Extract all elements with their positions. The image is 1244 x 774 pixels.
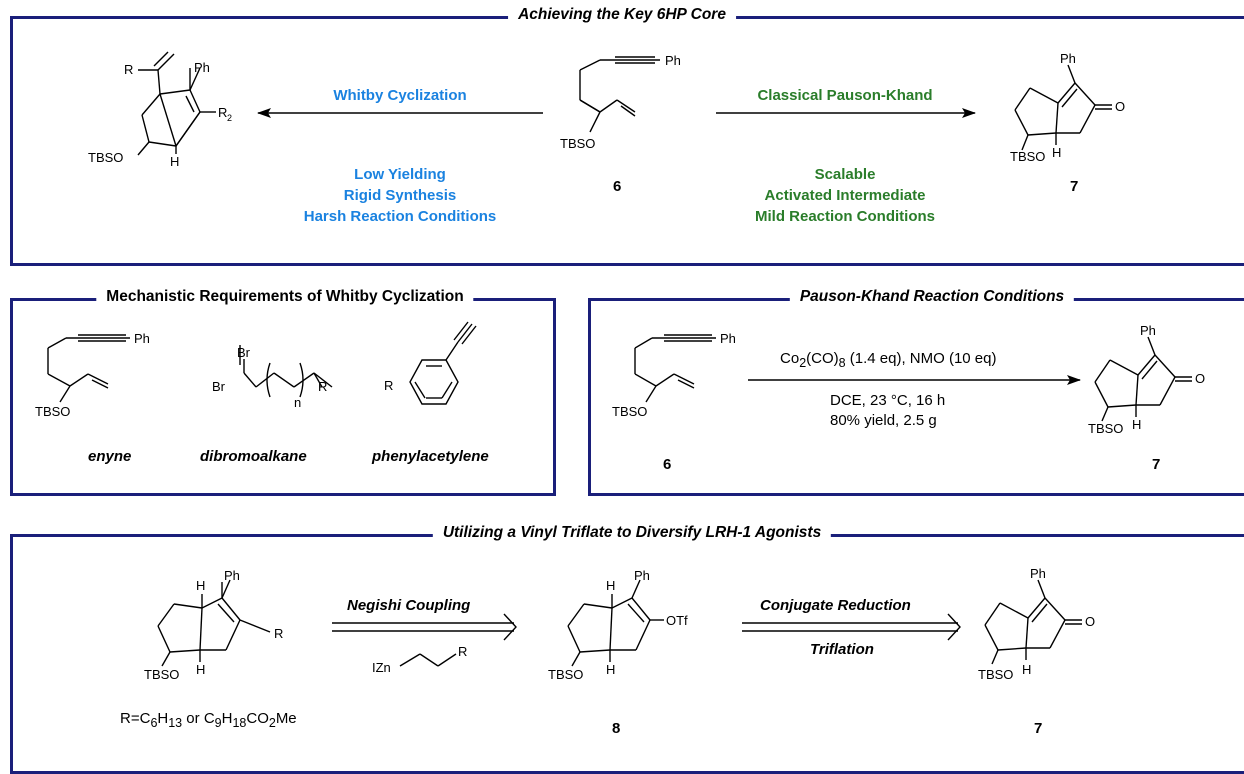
molecule-phenylacetylene: R bbox=[384, 321, 477, 405]
svg-text:IZn: IZn bbox=[372, 660, 391, 675]
svg-text:TBSO: TBSO bbox=[144, 667, 179, 682]
panel-mech-title: Mechanistic Requirements of Whitby Cycli… bbox=[96, 288, 474, 306]
svg-text:TBSO: TBSO bbox=[548, 667, 583, 682]
svg-text:n: n bbox=[294, 395, 301, 410]
pk-note-1: Scalable bbox=[814, 166, 876, 183]
compound-7-top: 7 bbox=[1070, 178, 1079, 195]
svg-text:Ph: Ph bbox=[1030, 566, 1046, 581]
svg-text:R: R bbox=[318, 379, 327, 394]
svg-text:Ph: Ph bbox=[634, 568, 650, 583]
molecule-organozinc: IZn R bbox=[372, 644, 467, 675]
label-dibromoalkane: dibromoalkane bbox=[200, 448, 307, 465]
svg-text:H: H bbox=[196, 578, 205, 593]
panel-pk-title: Pauson-Khand Reaction Conditions bbox=[789, 288, 1075, 306]
svg-text:H: H bbox=[1022, 662, 1031, 677]
compound-8: 8 bbox=[612, 720, 621, 737]
arrow-reduction-triflation bbox=[742, 613, 961, 641]
svg-text:TBSO: TBSO bbox=[978, 667, 1013, 682]
svg-text:Ph: Ph bbox=[1140, 323, 1156, 338]
pk-conditions-2: 80% yield, 2.5 g bbox=[830, 412, 937, 429]
svg-text:O: O bbox=[1115, 99, 1125, 114]
pk-label: Classical Pauson-Khand bbox=[757, 87, 933, 104]
svg-text:H: H bbox=[606, 662, 615, 677]
molecule-enone-7-top: Ph O TBSO H bbox=[1010, 51, 1125, 164]
panel-top-title: Achieving the Key 6HP Core bbox=[508, 6, 736, 24]
arrow-negishi bbox=[332, 613, 517, 641]
atom-r2: R bbox=[218, 105, 227, 120]
svg-text:R: R bbox=[458, 644, 467, 659]
label-phenylacetylene: phenylacetylene bbox=[372, 448, 489, 465]
svg-text:TBSO: TBSO bbox=[1088, 421, 1123, 436]
molecule-enone-7-bottom: Ph O TBSO H bbox=[978, 566, 1095, 682]
svg-text:Ph: Ph bbox=[224, 568, 240, 583]
pk-conditions-1: DCE, 23 °C, 16 h bbox=[830, 392, 946, 409]
panel-bottom-title: Utilizing a Vinyl Triflate to Diversify … bbox=[432, 524, 832, 542]
molecule-vinyl-triflate-8: H Ph OTf TBSO H bbox=[548, 568, 688, 682]
svg-text:H: H bbox=[606, 578, 615, 593]
whitby-note-2: Rigid Synthesis bbox=[343, 187, 457, 204]
svg-text:H: H bbox=[1052, 145, 1061, 160]
compound-6-top: 6 bbox=[613, 178, 622, 195]
step-conjugate-reduction: Conjugate Reduction bbox=[760, 597, 911, 614]
molecule-enyne: Ph TBSO bbox=[35, 331, 150, 419]
atom-tbso: TBSO bbox=[88, 150, 123, 165]
atom-ph: Ph bbox=[194, 60, 210, 75]
step-negishi: Negishi Coupling bbox=[347, 597, 471, 614]
svg-text:R: R bbox=[274, 626, 283, 641]
svg-text:Ph: Ph bbox=[720, 331, 736, 346]
step-triflation: Triflation bbox=[810, 641, 874, 658]
svg-text:TBSO: TBSO bbox=[612, 404, 647, 419]
pk-reagents: Co2(CO)8 (1.4 eq), NMO (10 eq) bbox=[780, 350, 997, 370]
whitby-label: Whitby Cyclization bbox=[333, 87, 467, 104]
whitby-note-1: Low Yielding bbox=[354, 166, 446, 183]
pk-note-3: Mild Reaction Conditions bbox=[755, 208, 935, 225]
svg-text:Ph: Ph bbox=[665, 53, 681, 68]
svg-text:O: O bbox=[1195, 371, 1205, 386]
svg-text:Ph: Ph bbox=[1060, 51, 1076, 66]
molecule-enone-7-pk: Ph O TBSO H bbox=[1088, 323, 1205, 436]
svg-text:R: R bbox=[384, 378, 393, 393]
compound-7-bottom: 7 bbox=[1034, 720, 1043, 737]
label-enyne: enyne bbox=[88, 448, 132, 465]
molecule-enyne-6: Ph TBSO bbox=[560, 53, 681, 151]
svg-text:Br: Br bbox=[237, 345, 251, 360]
molecule-agonist: H Ph R TBSO H bbox=[144, 568, 283, 682]
svg-text:H: H bbox=[196, 662, 205, 677]
svg-text:Ph: Ph bbox=[134, 331, 150, 346]
svg-text:H: H bbox=[1132, 417, 1141, 432]
svg-text:TBSO: TBSO bbox=[35, 404, 70, 419]
svg-text:OTf: OTf bbox=[666, 613, 688, 628]
svg-text:TBSO: TBSO bbox=[560, 136, 595, 151]
whitby-note-3: Harsh Reaction Conditions bbox=[303, 208, 497, 225]
molecule-whitby-product: R Ph R 2 TBSO H bbox=[88, 51, 232, 169]
svg-text:TBSO: TBSO bbox=[1010, 149, 1045, 164]
atom-h: H bbox=[170, 154, 179, 169]
r-definition: R=C6H13 or C9H18CO2Me bbox=[120, 710, 297, 730]
svg-text:2: 2 bbox=[227, 113, 232, 123]
svg-text:O: O bbox=[1085, 614, 1095, 629]
svg-text:Br: Br bbox=[212, 379, 226, 394]
compound-7-pk: 7 bbox=[1152, 456, 1161, 473]
molecule-dibromoalkane: Br Br n R bbox=[212, 345, 333, 410]
atom-r: R bbox=[124, 62, 133, 77]
pk-note-2: Activated Intermediate bbox=[764, 187, 926, 204]
compound-6-pk: 6 bbox=[663, 456, 672, 473]
molecule-enyne-6-pk: Ph TBSO bbox=[612, 331, 736, 419]
